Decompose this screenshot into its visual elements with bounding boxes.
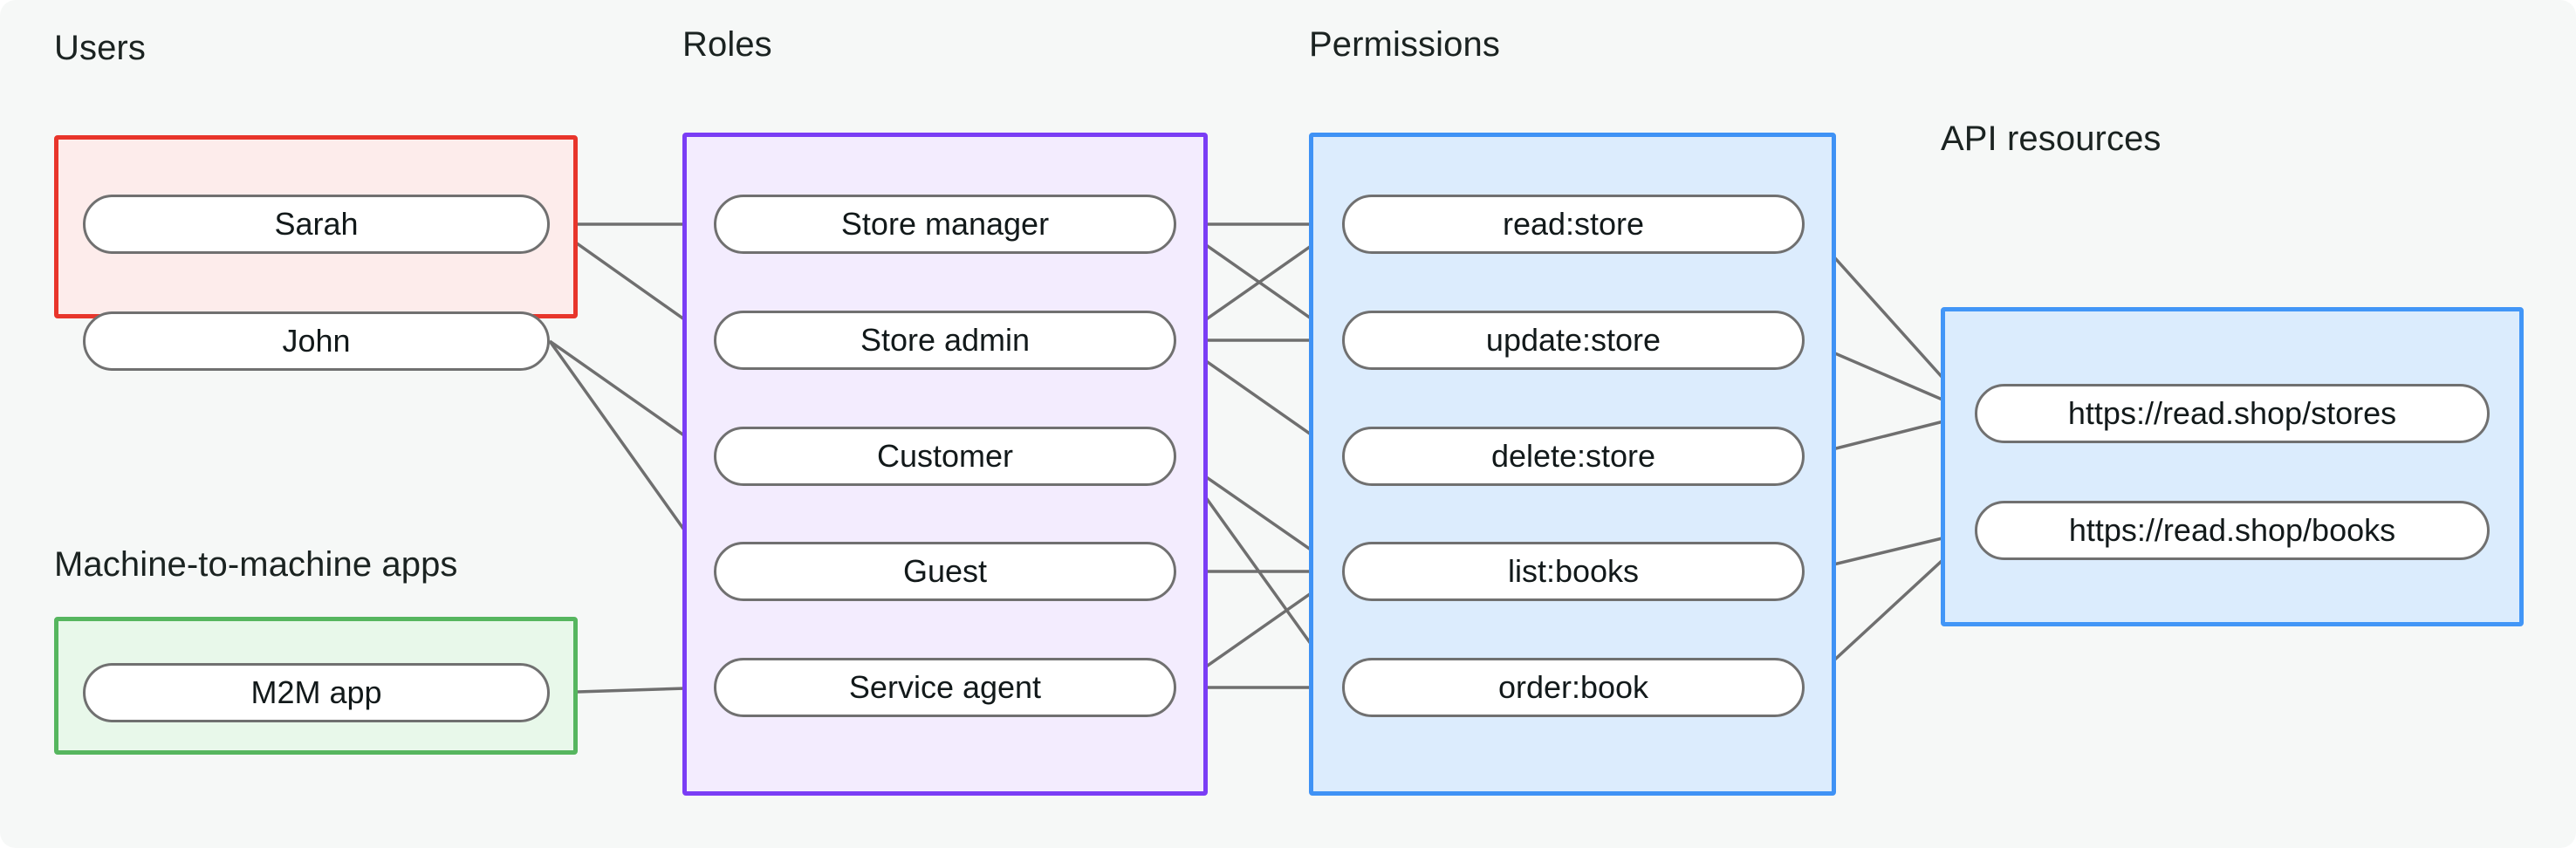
node-api-resource-stores[interactable]: https://read.shop/stores [1975,384,2490,443]
group-label-users: Users [54,29,146,67]
node-label-store-manager: Store manager [840,206,1050,242]
group-label-m2m: Machine-to-machine apps [54,545,458,584]
node-permission-update-store[interactable]: update:store [1342,311,1805,370]
node-label-store-admin: Store admin [860,322,1031,358]
group-label-permissions: Permissions [1309,25,1500,64]
node-label-read-store: read:store [1502,206,1645,242]
node-label-john: John [282,323,351,359]
group-box-api-resources [1941,307,2524,626]
node-m2m-app[interactable]: M2M app [83,663,550,722]
node-label-res-stores: https://read.shop/stores [2067,395,2397,431]
node-permission-read-store[interactable]: read:store [1342,195,1805,254]
group-label-api-resources: API resources [1941,120,2162,158]
node-api-resource-books[interactable]: https://read.shop/books [1975,501,2490,560]
node-permission-delete-store[interactable]: delete:store [1342,427,1805,486]
node-label-delete-store: delete:store [1490,438,1656,474]
node-user-john[interactable]: John [83,311,550,371]
node-label-guest: Guest [902,553,988,589]
group-label-roles: Roles [682,25,772,64]
node-label-list-books: list:books [1507,553,1640,589]
node-label-m2m-app: M2M app [250,674,382,710]
node-role-store-admin[interactable]: Store admin [714,311,1176,370]
node-role-service-agent[interactable]: Service agent [714,658,1176,717]
node-user-sarah[interactable]: Sarah [83,195,550,254]
node-label-res-books: https://read.shop/books [2068,512,2396,548]
node-permission-list-books[interactable]: list:books [1342,542,1805,601]
node-label-customer: Customer [876,438,1014,474]
node-label-update-store: update:store [1485,322,1661,358]
node-permission-order-book[interactable]: order:book [1342,658,1805,717]
node-label-order-book: order:book [1497,669,1649,705]
node-role-store-manager[interactable]: Store manager [714,195,1176,254]
node-role-guest[interactable]: Guest [714,542,1176,601]
node-label-sarah: Sarah [274,206,359,242]
node-role-customer[interactable]: Customer [714,427,1176,486]
node-label-service-agent: Service agent [848,669,1042,705]
